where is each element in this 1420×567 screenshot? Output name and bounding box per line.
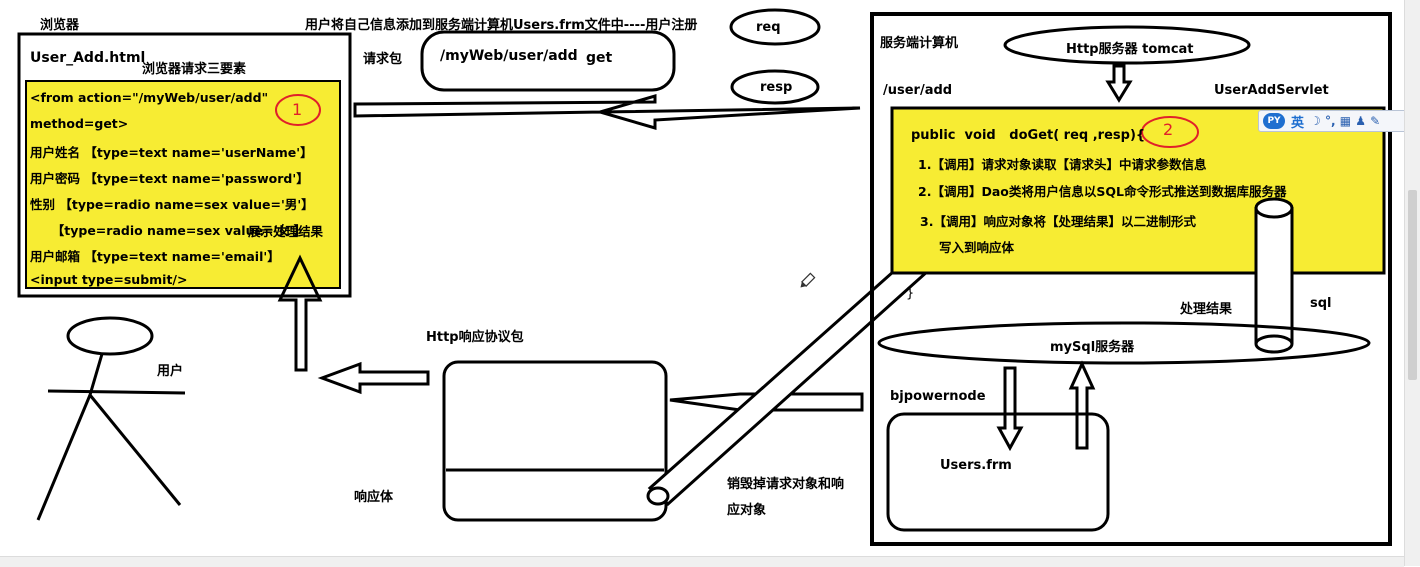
servlet-step-3-cont: 写入到响应体 [939,240,1015,255]
response-body-label: 响应体 [354,490,394,505]
display-result-arrow [277,254,323,372]
html-file-name: User_Add.html [30,50,146,66]
sql-pipe [1256,207,1292,344]
req-label: req [756,20,781,35]
user-head [66,316,154,356]
annotation-2-text: 2 [1163,120,1174,139]
response-packet-box [442,360,668,522]
closing-brace: } [906,286,915,301]
servlet-step-2: 2.【调用】Dao类将用户信息以SQL命令形式推送到数据库服务器 [918,184,1287,199]
servlet-step-1: 1.【调用】请求对象读取【请求头】中请求参数信息 [918,157,1207,172]
request-packet-box [420,30,676,92]
horizontal-scrollbar[interactable] [0,556,1404,567]
response-to-user-arrow [317,361,430,395]
request-arrow [353,94,861,130]
server-title: 服务端计算机 [880,36,959,51]
servlet-code-box [890,106,1386,275]
ime-toolbar[interactable]: PY 英 ☽ °, ▦ ♟ ✎ [1258,110,1420,132]
req-ellipse [729,8,821,46]
form-line-5: 性别 【type=radio name=sex value='男'】 [30,197,314,212]
request-path: /myWeb/user/add [440,48,578,64]
ime-language-toggle[interactable]: 英 [1291,115,1305,131]
form-line-8: <input type=submit/> [30,272,188,287]
result-label: 处理结果 [1180,302,1233,317]
annotation-1-text: 1 [292,100,303,119]
browser-label: 浏览器 [40,18,80,33]
server-path: /user/add [883,83,953,98]
form-line-6: 【type=radio name=sex value='女'】 [30,223,307,238]
db-name: bjpowernode [890,389,986,404]
form-line-3: 用户姓名 【type=text name='userName'】 [30,145,313,160]
vertical-scrollbar[interactable] [1404,0,1420,566]
html-form-area [25,80,341,289]
request-method: get [586,50,613,66]
users-frm-box [886,412,1110,532]
form-line-7: 用户邮箱 【type=text name='email'】 [30,249,280,264]
tomcat-label: Http服务器 tomcat [1066,42,1194,57]
form-line-2: method=get> [30,116,129,131]
mysql-ellipse [877,321,1371,365]
annotation-circle-1 [275,94,321,126]
vertical-scrollbar-thumb[interactable] [1408,190,1417,380]
pencil-cursor-icon [800,272,816,288]
sql-label: sql [1310,296,1332,311]
resp-ellipse [730,69,820,105]
ime-tools[interactable]: ☽ °, ▦ ♟ ✎ [1310,114,1381,128]
annotation-circle-2 [1141,116,1199,148]
response-packet-label: Http响应协议包 [426,330,524,345]
diagram-title: 用户将自己信息添加到服务端计算机Users.frm文件中----用户注册 [305,18,698,33]
db-file: Users.frm [940,458,1012,473]
doget-signature: public void doGet( req ,resp){ [911,128,1146,143]
tomcat-down-arrow [1105,64,1133,103]
server-box [870,12,1392,546]
servlet-step-3: 3.【调用】响应对象将【处理结果】以二进制形式 [920,214,1196,229]
tomcat-ellipse [1003,25,1251,65]
browser-three-elements: 浏览器请求三要素 [142,62,247,77]
user-label: 用户 [157,364,184,379]
form-line-4: 用户密码 【type=text name='password'】 [30,171,309,186]
db-down-arrow [996,366,1024,452]
mysql-label: mySql服务器 [1050,340,1135,355]
write-response-pipe [647,246,941,507]
resp-label: resp [760,80,793,95]
ime-logo-icon: PY [1263,113,1285,129]
destroy-note: 销毁掉请求对象和响应对象 [727,477,845,518]
request-packet-label: 请求包 [363,52,403,67]
form-line-1: <from action="/myWeb/user/add" [30,90,269,105]
db-up-arrow [1068,360,1096,450]
display-result-label: 展示处理结果 [248,224,324,239]
servlet-name: UserAddServlet [1214,83,1329,98]
